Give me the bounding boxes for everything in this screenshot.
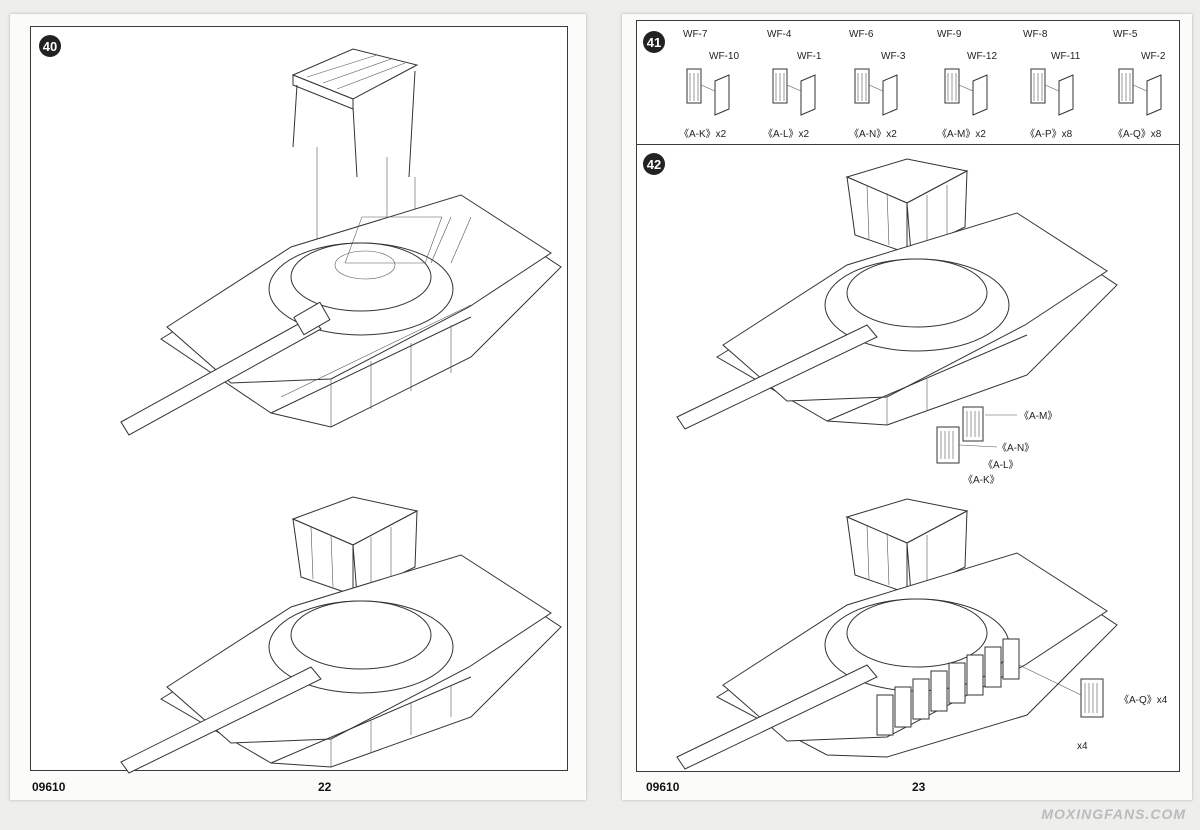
- part-diagram: [1030, 68, 1074, 116]
- part-diagram: [772, 68, 816, 116]
- doc-code-left: 09610: [32, 780, 66, 794]
- tank-illustration-lower: [120, 496, 562, 774]
- part-quantity: 《A-P》x8: [1025, 129, 1073, 140]
- part-label-a: WF-7: [683, 29, 708, 40]
- part-diagram: [1118, 68, 1162, 116]
- step-40-frame: 40: [30, 26, 568, 774]
- part-label-a: WF-5: [1113, 29, 1138, 40]
- callout-a-n: 《A-N》: [997, 443, 1035, 454]
- callout-a-m: 《A-M》: [1019, 411, 1058, 422]
- part-quantity: 《A-N》x2: [849, 129, 897, 140]
- watermark-text: MOXINGFANS.COM: [1041, 806, 1186, 822]
- step-42-badge: 42: [643, 153, 665, 175]
- tank-illustration-upper: [676, 158, 1118, 464]
- manual-page-right: 41 WF-7 WF-10 《A-K》x2 WF-4 WF-1 《A-L》x: [622, 14, 1192, 800]
- part-label-b: WF-11: [1051, 51, 1081, 62]
- part-label-b: WF-12: [967, 51, 997, 62]
- step-40-badge: 40: [39, 35, 61, 57]
- callout-a-q: 《A-Q》x4: [1119, 695, 1168, 706]
- part-label-b: WF-2: [1141, 51, 1166, 62]
- part-quantity: 《A-M》x2: [937, 129, 986, 140]
- callout-a-k: 《A-K》: [963, 475, 1000, 486]
- manual-page-left: 40: [10, 14, 586, 800]
- part-label-b: WF-1: [797, 51, 822, 62]
- page-number-right: 23: [912, 780, 926, 794]
- tank-illustration-lower: [676, 498, 1118, 770]
- part-label-a: WF-6: [849, 29, 874, 40]
- doc-code-right: 09610: [646, 780, 680, 794]
- part-quantity: 《A-K》x2: [679, 129, 727, 140]
- part-label-a: WF-4: [767, 29, 792, 40]
- part-label-a: WF-8: [1023, 29, 1048, 40]
- part-label-b: WF-3: [881, 51, 906, 62]
- callout-a-l: 《A-L》: [983, 460, 1019, 471]
- step-41-frame: 41 WF-7 WF-10 《A-K》x2 WF-4 WF-1 《A-L》x: [636, 20, 1180, 146]
- callout-x4-small: x4: [1077, 741, 1088, 752]
- part-diagram: [686, 68, 730, 116]
- part-label-b: WF-10: [709, 51, 739, 62]
- part-quantity: 《A-L》x2: [763, 129, 810, 140]
- part-diagram: [944, 68, 988, 116]
- part-diagram: [854, 68, 898, 116]
- step-42-frame: 42 《A-M》 《A-N》 《A-: [636, 144, 1180, 772]
- part-label-a: WF-9: [937, 29, 962, 40]
- step-41-badge: 41: [643, 31, 665, 53]
- page-number-left: 22: [318, 780, 332, 794]
- part-quantity: 《A-Q》x8: [1113, 129, 1162, 140]
- tank-illustration-upper: [120, 48, 562, 436]
